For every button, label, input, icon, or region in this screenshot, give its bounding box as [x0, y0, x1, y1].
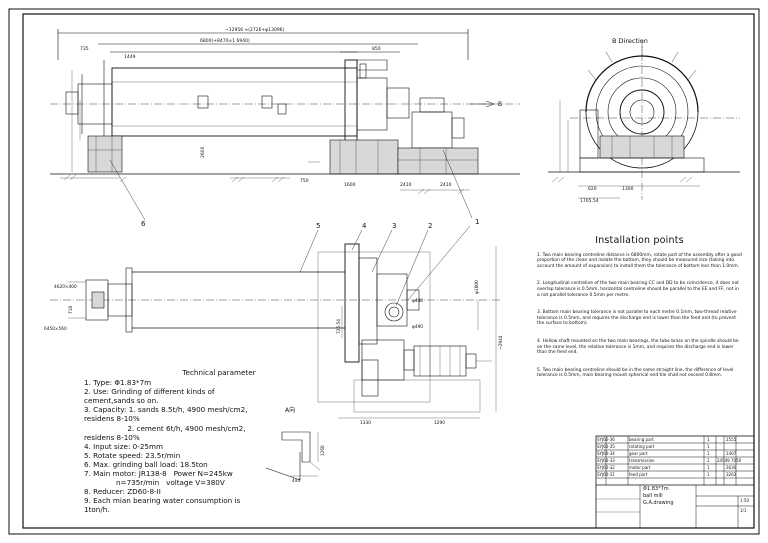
bom-name: transmission	[629, 458, 655, 463]
dim-1449-label: 1449	[124, 54, 136, 60]
tech-param-line: residens 8-10%	[84, 414, 140, 424]
installation-point: 5. Two main bearing centreline should be…	[537, 367, 734, 379]
dim-438-label: φ438	[412, 298, 423, 304]
callout-1: 1	[475, 218, 479, 226]
front-elevation-view	[50, 29, 520, 221]
dim-850-label: 850	[372, 46, 381, 52]
bom-name: rotating part	[629, 444, 655, 449]
dim-710-label: 710	[68, 306, 74, 314]
tech-param-line: cement,sands so on.	[84, 396, 159, 406]
installation-point: 2. Longitudinal centreline of the two ma…	[537, 281, 739, 298]
bom-qty: 1	[707, 472, 710, 477]
tech-param-line: 7. Main motor: JR138-8 Power N=245kw	[84, 469, 233, 479]
tech-param-line: n=735r/min voltage V=380V	[84, 478, 225, 488]
callout-5: 5	[316, 222, 320, 230]
overall-dimension-label: ~12956 ≈(2726+φ13096)	[225, 27, 285, 33]
callout-3: 3	[392, 222, 396, 230]
installation-points: Installation points 1. Two main bearing …	[537, 235, 742, 391]
bom-name: bearing part	[629, 437, 654, 442]
installation-point: 4. Hollow shaft mounted on the two main …	[537, 338, 739, 356]
dim-6450-label: 6450×560	[44, 326, 67, 332]
installation-points-title: Installation points	[595, 235, 684, 246]
tech-param-line: 1. Type: Φ1.83*7m	[84, 378, 152, 388]
tech-param-line: 5. Rotate speed: 23.5r/min	[84, 450, 181, 460]
tech-param-line: 3. Capacity: 1. sands 8.5t/h, 4900 mesh/…	[84, 405, 248, 415]
bom-qty: 1	[707, 444, 710, 449]
tech-param-line: 6. Max. grinding ball load: 18.5ton	[84, 459, 208, 469]
bom-name: gear part	[629, 451, 648, 456]
bom-weight: 1407	[726, 451, 737, 456]
bom-code: SYJ60-35	[597, 444, 615, 449]
bom-code: SYJ60-33	[597, 458, 615, 463]
drawing-name: ball mill	[643, 493, 663, 499]
bom-name: feed part	[629, 472, 648, 477]
inner-border	[22, 13, 755, 529]
bom-qty: 1	[707, 465, 710, 470]
outer-border	[8, 8, 760, 535]
dim-1705-label: 1705.54	[580, 198, 599, 204]
technical-parameters: Technical parameter 1. Type: Φ1.83*7m 2.…	[84, 368, 314, 515]
dim-1600-label: 1600	[344, 182, 356, 188]
bom-code: SYJ60-34	[597, 451, 615, 456]
b-direction-end-view	[548, 40, 740, 200]
drawing-subtitle: G.A.drawing	[643, 500, 674, 506]
callout-6: 6	[141, 220, 146, 228]
drawing-scale: 1:50	[740, 498, 749, 503]
bearing-span-dimension-label: 6800(+8470±1 6940)	[200, 38, 250, 44]
tech-param-line: 9. Each mian bearing water consumption i…	[84, 496, 241, 506]
tech-param-line: 4. Input size: 0-25mm	[84, 441, 163, 451]
dim-735-label: 735	[80, 46, 89, 52]
bom-weight: 3263	[726, 472, 737, 477]
a-view-detail	[265, 431, 321, 481]
bom-qty: 1	[707, 437, 710, 442]
dim-1600b-label: φ1600	[474, 280, 480, 294]
bom-name: motor part	[629, 465, 651, 470]
dim-750-label: 750	[300, 178, 309, 184]
installation-point: 1. Two main bearing centreline distance …	[537, 252, 742, 269]
bom-qty: 1	[707, 451, 710, 456]
dim-1260-label: 1260	[320, 445, 325, 456]
dim-1290-label: 1290	[434, 420, 445, 426]
dim-2944-label: ~2944	[498, 335, 504, 350]
dim-2410-label: 2410	[400, 182, 412, 188]
dim-725-label: 725.54	[336, 319, 342, 334]
callout-4: 4	[362, 222, 367, 230]
bom-weight: 24549 7050	[717, 458, 742, 463]
dim-2410b-label: 2410	[440, 182, 452, 188]
bom-weight: 2555	[726, 437, 737, 442]
tech-param-line: 2. Use: Grinding of different kinds of	[84, 387, 215, 397]
b-arrow-label: B	[498, 101, 502, 108]
dim-2600-label: 2600	[200, 146, 206, 158]
bom-code: SYJ60-32	[597, 465, 615, 470]
tech-param-line: residens 8-10%	[84, 432, 140, 442]
title-block	[595, 435, 755, 529]
technical-parameters-title: Technical parameter	[182, 368, 256, 377]
dim-1330-label: 1330	[360, 420, 371, 426]
callout-2: 2	[428, 222, 432, 230]
dim-490-label: φ490	[412, 324, 423, 330]
installation-point: 3. Bottom main bearing tolerance is not …	[537, 310, 737, 327]
b-direction-title: B Direction	[612, 37, 648, 45]
dim-4620-label: 4620×400	[54, 284, 77, 290]
bom-qty: 2	[707, 458, 710, 463]
drawing-model: Φ1.83*7m	[643, 486, 669, 492]
bom-weight: 2630	[726, 465, 737, 470]
tech-param-line: 1ton/h.	[84, 505, 110, 515]
dim-1300-label: 1300	[622, 186, 634, 192]
dim-444-label: 444	[292, 478, 300, 483]
tech-param-line: 8. Reducer: ZD60-8-II	[84, 487, 161, 497]
bom-code: SYJ60-36	[597, 437, 615, 442]
tech-param-line: 2. cement 6t/h, 4900 mesh/cm2,	[84, 423, 246, 433]
drawing-sheet-number: 1/1	[740, 508, 747, 513]
dim-620-label: 620	[588, 186, 597, 192]
plan-view	[50, 225, 500, 419]
a-view-title: A向	[285, 406, 295, 414]
bom-code: SYJ60-31	[597, 472, 615, 477]
